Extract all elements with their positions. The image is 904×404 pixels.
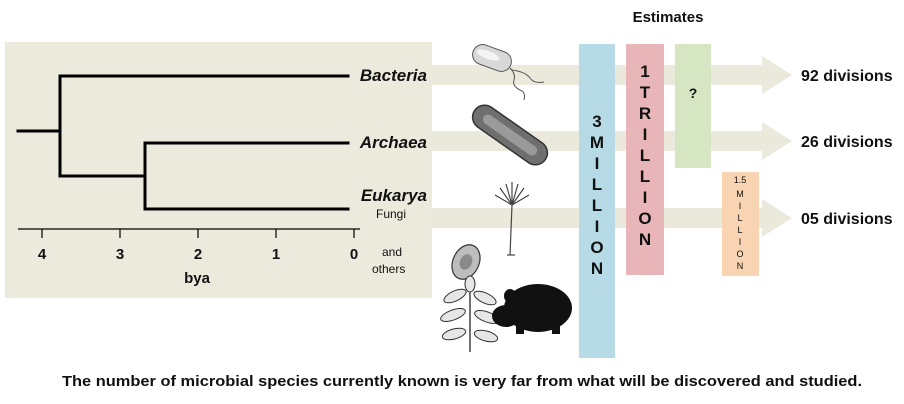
bar-1-5-million-label-letter: L: [737, 225, 742, 235]
bacterium-icon: [472, 44, 545, 101]
bar-3-million-label-letter: M: [590, 133, 604, 152]
sub-label-fungi: Fungi: [376, 207, 406, 221]
bar-1-trillion-label-letter: R: [639, 104, 651, 123]
bar-1-5-million-label-letter: I: [739, 201, 742, 211]
bar-1-trillion-label-letter: I: [643, 125, 648, 144]
bar-1-trillion-label-letter: O: [638, 209, 651, 228]
bar-1-5-million: [722, 172, 759, 276]
bar-3-million-label-letter: O: [590, 238, 603, 257]
taxon-label-eukarya: Eukarya: [361, 186, 427, 205]
sub-label-and: and: [382, 245, 402, 259]
bar-1-5-million-label-letter: I: [739, 237, 742, 247]
bar-unknown-label: ?: [689, 85, 698, 101]
bar-3-million: [579, 44, 615, 358]
bar-1-trillion-label-letter: N: [639, 230, 651, 249]
bar-1-trillion: [626, 44, 664, 275]
bar-1-5-million-label-letter: L: [737, 213, 742, 223]
bar-3-million-label-letter: L: [592, 196, 602, 215]
rodent-icon: [492, 284, 572, 334]
phylogenetic-tree: [16, 74, 350, 211]
tick-label-3: 3: [116, 246, 124, 263]
bar-3-million-label-letter: I: [595, 217, 600, 236]
bar-1-5-million-label-letter: N: [737, 261, 744, 271]
bar-1-trillion-label-letter: 1: [640, 62, 649, 81]
estimates-heading: Estimates: [633, 9, 704, 26]
fungus-icon: [494, 182, 530, 256]
tick-label-4: 4: [38, 246, 47, 263]
divisions-archaea: 26 divisions: [801, 134, 893, 151]
bar-1-trillion-label-letter: T: [640, 83, 651, 102]
tree-panel: [5, 42, 432, 298]
divisions-bacteria: 92 divisions: [801, 68, 893, 85]
protist-icon: [451, 244, 481, 280]
bar-unknown: [675, 44, 711, 168]
tick-label-0: 0: [350, 246, 358, 263]
figure-caption: The number of microbial species currentl…: [62, 374, 862, 390]
bar-1-trillion-label-letter: L: [640, 146, 650, 165]
sub-label-others: others: [372, 262, 405, 276]
taxon-label-bacteria: Bacteria: [360, 66, 427, 85]
divisions-eukarya: 05 divisions: [801, 211, 893, 228]
tick-label-1: 1: [272, 246, 280, 263]
axis-unit-label: bya: [184, 270, 211, 287]
plant-icon: [440, 275, 500, 352]
archaea-rod-icon: [471, 104, 549, 166]
bar-3-million-label-letter: 3: [592, 112, 601, 131]
bar-1-5-million-top: 1.5: [734, 175, 747, 185]
bar-3-million-label-letter: L: [592, 175, 602, 194]
time-axis: [18, 228, 360, 238]
bar-1-5-million-label-letter: M: [736, 189, 744, 199]
bar-3-million-label-letter: I: [595, 154, 600, 173]
tick-label-2: 2: [194, 246, 202, 263]
bar-3-million-label-letter: N: [591, 259, 603, 278]
bar-1-trillion-label-letter: L: [640, 167, 650, 186]
bar-1-5-million-label-letter: O: [736, 249, 743, 259]
bar-1-trillion-label-letter: I: [643, 188, 648, 207]
taxon-label-archaea: Archaea: [359, 133, 427, 152]
